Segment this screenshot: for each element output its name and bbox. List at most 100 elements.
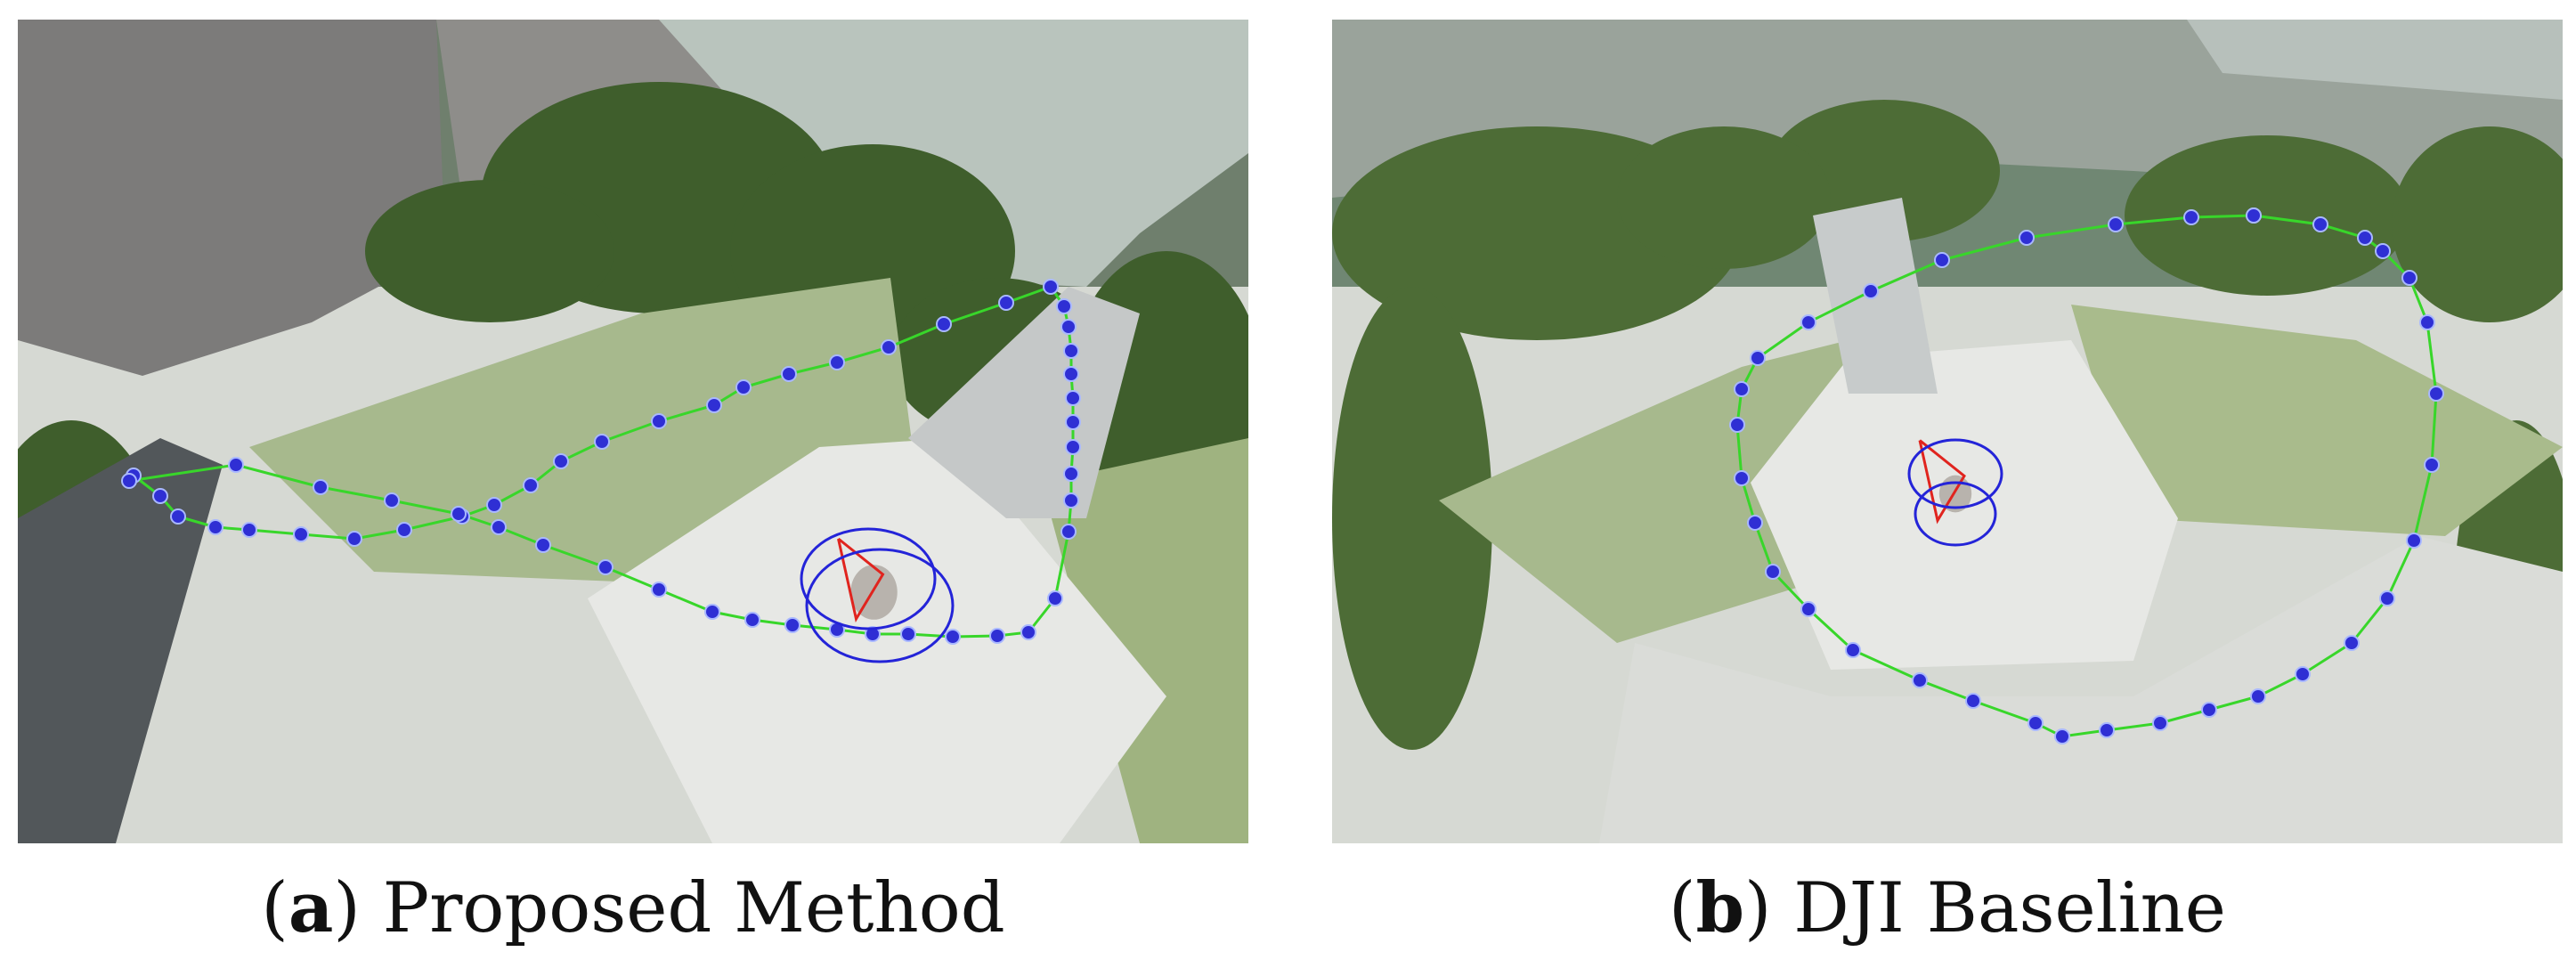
building bbox=[2187, 20, 2563, 100]
trajectory-scene-baseline bbox=[1332, 20, 2563, 843]
waypoint-marker bbox=[651, 582, 667, 598]
orbit-ring bbox=[805, 548, 955, 663]
waypoint-marker bbox=[1734, 381, 1750, 397]
statue bbox=[850, 565, 898, 620]
waypoint-marker bbox=[2099, 722, 2115, 738]
waypoint-marker bbox=[2424, 457, 2440, 473]
waypoint-marker bbox=[2054, 728, 2070, 744]
building bbox=[659, 20, 1248, 287]
waypoint-marker bbox=[900, 626, 916, 642]
waypoint-marker bbox=[989, 628, 1005, 644]
waypoint-marker bbox=[1747, 515, 1763, 531]
waypoint-marker bbox=[2201, 702, 2217, 718]
waypoint-marker bbox=[1065, 390, 1081, 406]
waypoint-marker bbox=[2027, 715, 2044, 731]
caption-title-a: Proposed Method bbox=[382, 868, 1005, 948]
plaza bbox=[588, 438, 1166, 843]
waypoint-marker bbox=[1060, 319, 1077, 335]
waypoint-marker bbox=[2379, 590, 2395, 606]
orbit-ring bbox=[1907, 438, 2003, 509]
waypoint-marker bbox=[781, 366, 797, 382]
orbit-ring bbox=[1914, 481, 1997, 547]
photo-panel-proposed bbox=[18, 20, 1248, 843]
waypoint-marker bbox=[936, 316, 952, 332]
waypoint-marker bbox=[2401, 270, 2418, 286]
caption-title-b: DJI Baseline bbox=[1793, 868, 2226, 948]
waypoint-marker bbox=[2246, 207, 2262, 224]
waypoint-marker bbox=[491, 519, 507, 535]
waypoint-marker bbox=[1800, 314, 1816, 330]
waypoint-marker bbox=[1065, 414, 1081, 430]
waypoint-marker bbox=[396, 522, 412, 538]
tree-cluster bbox=[1332, 287, 1492, 750]
waypoint-marker bbox=[784, 617, 800, 633]
waypoint-marker bbox=[1734, 470, 1750, 486]
waypoint-marker bbox=[293, 526, 309, 542]
waypoint-marker bbox=[2312, 216, 2328, 232]
waypoint-marker bbox=[2183, 209, 2199, 225]
caption-proposed: (a) Proposed Method bbox=[261, 867, 1005, 948]
waypoint-marker bbox=[1043, 279, 1059, 295]
waypoint-marker bbox=[1750, 350, 1766, 366]
camera-frustum bbox=[1918, 439, 1966, 525]
waypoint-marker bbox=[1056, 298, 1072, 314]
waypoint-marker bbox=[2152, 715, 2168, 731]
tree-cluster bbox=[2392, 126, 2563, 322]
waypoint-marker bbox=[1845, 642, 1861, 658]
trajectory-scene-proposed bbox=[18, 20, 1248, 843]
waypoint-marker bbox=[553, 453, 569, 469]
waypoint-marker bbox=[535, 537, 551, 553]
waypoint-marker bbox=[881, 339, 897, 355]
waypoint-marker bbox=[1912, 672, 1928, 688]
waypoint-marker bbox=[1729, 417, 1745, 433]
waypoint-marker bbox=[2406, 533, 2422, 549]
waypoint-marker bbox=[2295, 666, 2311, 682]
waypoint-marker bbox=[1965, 693, 1981, 709]
parking-lot bbox=[908, 287, 1140, 518]
waypoint-marker bbox=[1063, 492, 1079, 508]
waypoint-marker bbox=[865, 626, 881, 642]
lawn bbox=[1042, 438, 1248, 843]
tree-cluster bbox=[365, 180, 614, 322]
waypoint-marker bbox=[486, 497, 502, 513]
tree-cluster bbox=[1617, 126, 1831, 269]
photo-panel-baseline bbox=[1332, 20, 2563, 843]
paved-area bbox=[1599, 536, 2563, 843]
waypoint-marker bbox=[2108, 216, 2124, 232]
waypoint-marker bbox=[597, 559, 614, 575]
waypoint-marker bbox=[2428, 386, 2444, 402]
waypoint-marker bbox=[121, 473, 137, 489]
waypoint-marker bbox=[2019, 230, 2035, 246]
building bbox=[18, 20, 445, 376]
waypoint-marker bbox=[2419, 314, 2435, 330]
road bbox=[18, 438, 223, 843]
waypoint-marker bbox=[735, 379, 752, 395]
waypoint-marker bbox=[384, 492, 400, 508]
waypoint-marker bbox=[2250, 688, 2266, 704]
waypoint-marker bbox=[451, 506, 467, 522]
waypoint-marker bbox=[228, 457, 244, 473]
caption-letter-b: b bbox=[1695, 867, 1745, 948]
waypoint-marker bbox=[241, 522, 257, 538]
waypoint-marker bbox=[829, 354, 845, 370]
waypoint-marker bbox=[706, 397, 722, 413]
waypoint-marker bbox=[1047, 590, 1063, 606]
caption-letter-a: a bbox=[288, 867, 334, 948]
camera-frustum bbox=[837, 537, 885, 622]
waypoint-marker bbox=[1063, 343, 1079, 359]
waypoint-marker bbox=[945, 629, 961, 645]
waypoint-marker bbox=[594, 434, 610, 450]
waypoint-marker bbox=[152, 488, 168, 504]
waypoint-marker bbox=[1065, 439, 1081, 455]
lawn bbox=[2071, 305, 2563, 536]
waypoint-marker bbox=[1863, 283, 1879, 299]
waypoint-marker bbox=[651, 413, 667, 429]
waypoint-marker bbox=[207, 519, 223, 535]
waypoint-marker bbox=[1765, 564, 1781, 580]
waypoint-marker bbox=[2375, 243, 2391, 259]
waypoint-marker bbox=[1934, 252, 1950, 268]
waypoint-marker bbox=[1063, 466, 1079, 482]
waypoint-marker bbox=[346, 531, 362, 547]
waypoint-marker bbox=[1060, 524, 1077, 540]
waypoint-marker bbox=[2357, 230, 2373, 246]
